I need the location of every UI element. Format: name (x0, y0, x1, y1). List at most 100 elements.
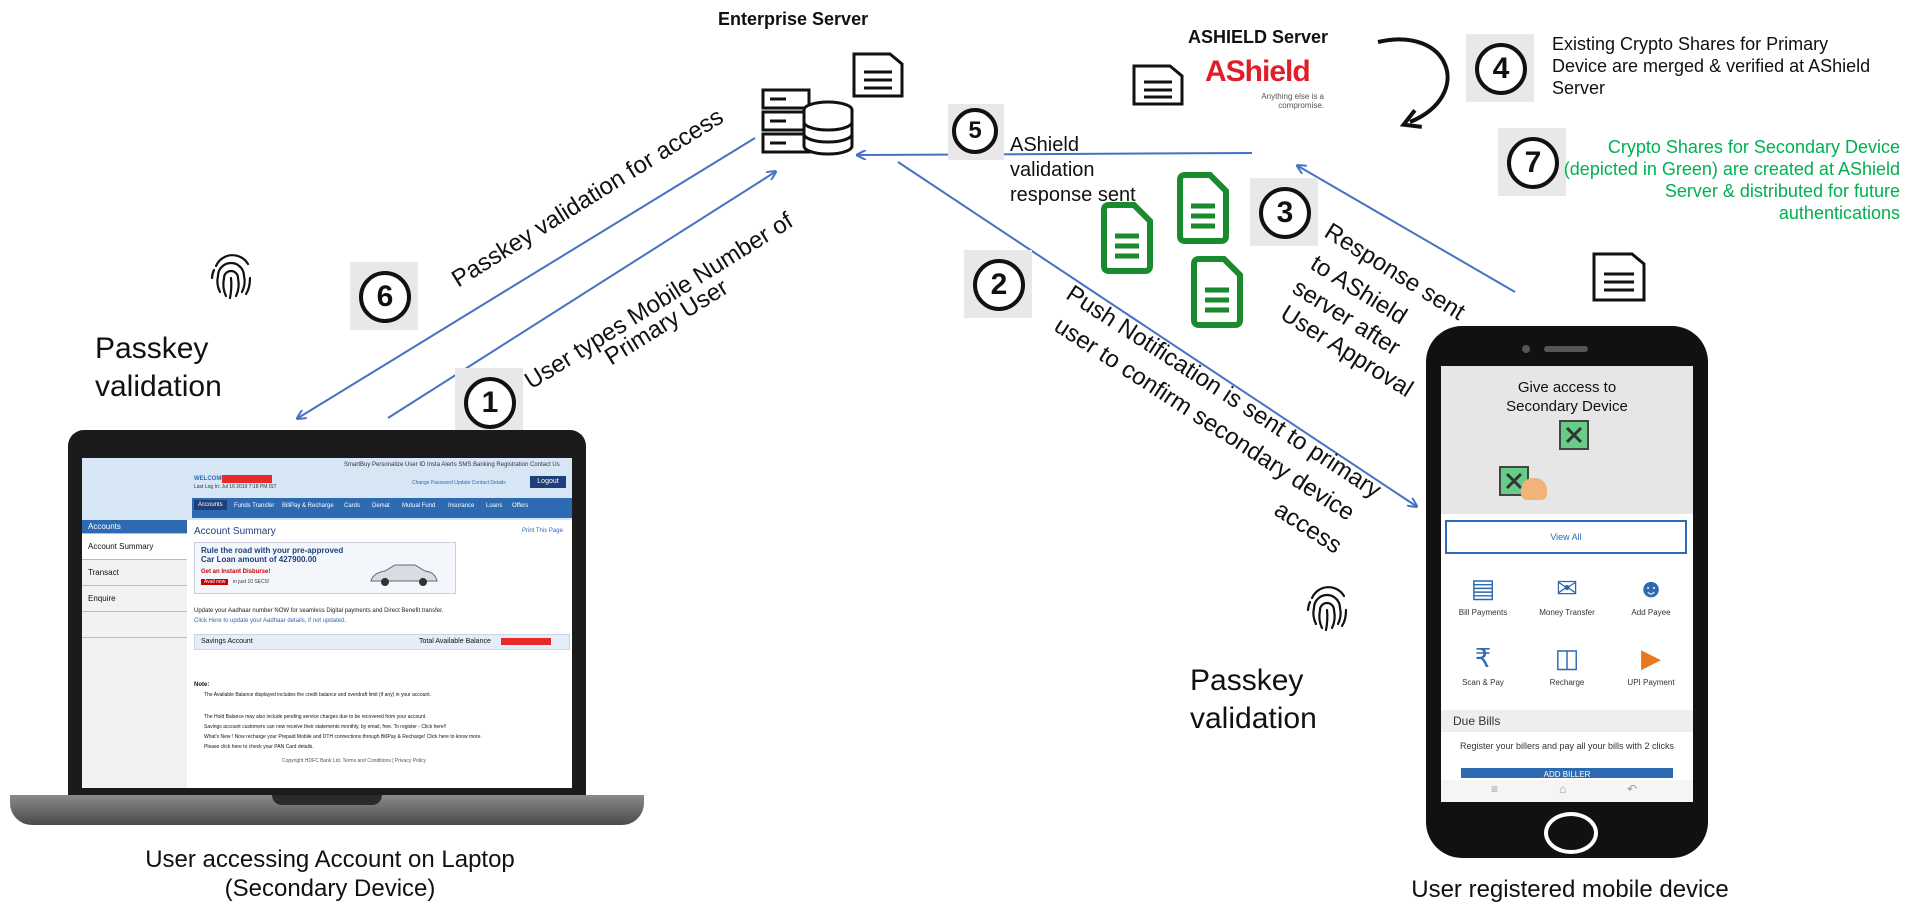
note-step-4: Existing Crypto Shares for Primary Devic… (1552, 34, 1871, 98)
phone-home-button[interactable] (1544, 812, 1598, 854)
ashield-logo: AShield (1205, 55, 1311, 88)
nav-demat[interactable]: Demat (372, 503, 390, 509)
bank-account-links[interactable]: Change Password Update Contact Details (412, 480, 506, 486)
fingerprint-icon-right (1306, 586, 1348, 632)
tile-recharge[interactable]: ◫Recharge (1525, 638, 1609, 706)
due-bills-text: Register your billers and pay all your b… (1459, 741, 1675, 751)
bank-top-links[interactable]: SmartBuy Personalize User ID Insta Alert… (344, 462, 560, 468)
passkey-validation-left: Passkey validation (95, 332, 222, 403)
sidebar-item-more[interactable] (82, 612, 187, 638)
document-icon-enterprise (852, 52, 904, 98)
aadhaar-link[interactable]: Click Here to update your Aadhaar detail… (194, 618, 347, 624)
bank-sidebar: Accounts Account Summary Transact Enquir… (82, 520, 187, 788)
home-icon[interactable]: ⌂ (1559, 782, 1567, 796)
aadhaar-line: Update your Aadhaar number NOW for seaml… (194, 608, 444, 614)
give-access-text: Give access to Secondary Device (1506, 379, 1628, 415)
sidebar-item-transact[interactable]: Transact (82, 560, 187, 586)
arrow-step-5 (858, 153, 1253, 155)
savings-account-label: Savings Account (201, 638, 253, 645)
redacted-balance (501, 638, 551, 645)
sidebar-item-account-summary[interactable]: Account Summary (82, 534, 187, 560)
total-balance-label: Total Available Balance (419, 638, 491, 645)
step-badge-3: 3 (1250, 178, 1318, 246)
battery-icon: ◫ (1554, 643, 1580, 673)
laptop-caption-line1: User accessing Account on Laptop (145, 846, 515, 873)
notes-title: Note: (194, 682, 210, 688)
add-biller-button[interactable]: ADD BILLER (1461, 768, 1673, 778)
database-server-icon (761, 88, 854, 156)
note-3: Savings account customers can now receiv… (204, 724, 447, 730)
car-loan-banner[interactable]: Rule the road with your pre-approved Car… (194, 542, 456, 594)
view-all-button[interactable]: View All (1445, 520, 1687, 554)
bank-welcome: WELCOME (194, 476, 226, 482)
due-bills-header: Due Bills (1441, 710, 1693, 732)
step-5-text: AShield validation response sent (1010, 134, 1136, 206)
redacted-name (222, 475, 272, 483)
rupee-envelope-icon: ✉ (1556, 573, 1578, 603)
nav-offers[interactable]: Offers (512, 503, 529, 509)
menu-icon[interactable]: ≡ (1491, 782, 1499, 796)
note-2: The Hold Balance may also include pendin… (204, 714, 427, 720)
enterprise-server-label: Enterprise Server (718, 9, 869, 29)
due-bills-label: Due Bills (1453, 714, 1501, 728)
passkey-validation-right: Passkey validation (1190, 664, 1317, 735)
arrow-step-2 (897, 161, 1416, 506)
arrow-step-1 (387, 172, 775, 419)
laptop-notch (272, 795, 382, 805)
nav-funds-transfer[interactable]: Funds Transfer (234, 503, 275, 509)
account-summary-title: Account Summary (194, 526, 276, 537)
green-share-document-icon-2 (1101, 202, 1153, 274)
logout-button[interactable]: Logout (530, 476, 566, 488)
step-badge-6: 6 (350, 262, 418, 330)
step-badge-7: 7 (1498, 128, 1566, 196)
banner-avail-button[interactable]: Avail now (201, 579, 229, 585)
note-5: Please click here to check your PAN Card… (204, 744, 314, 750)
nav-insurance[interactable]: Insurance (448, 503, 475, 509)
approve-checkbox[interactable] (1499, 466, 1529, 496)
bill-icon: ▤ (1470, 573, 1496, 603)
green-share-document-icon-1 (1177, 172, 1229, 244)
step-badge-1: 1 (455, 368, 523, 436)
note-step-7: Crypto Shares for Secondary Device (depi… (1563, 137, 1900, 223)
view-all-label: View All (1550, 532, 1582, 542)
tile-upi-payment[interactable]: ▶UPI Payment (1609, 638, 1693, 706)
back-icon[interactable]: ↶ (1627, 782, 1638, 796)
tile-scan-pay[interactable]: ₹Scan & Pay (1441, 638, 1525, 706)
give-access-panel: Give access to Secondary Device (1441, 366, 1693, 514)
nav-mutual-fund[interactable]: Mutual Fund (402, 503, 436, 509)
android-nav-bar: ≡ ⌂ ↶ (1441, 780, 1693, 802)
nav-billpay[interactable]: BillPay & Recharge (282, 503, 334, 509)
phone-screen: Give access to Secondary Device View All… (1441, 366, 1693, 802)
add-biller-label: ADD BILLER (1543, 770, 1591, 778)
savings-account-row[interactable]: Savings Account Total Available Balance (194, 634, 570, 650)
phone-caption: User registered mobile device (1411, 876, 1729, 903)
bank-main-nav: Accounts Funds Transfer BillPay & Rechar… (192, 498, 572, 518)
nav-accounts[interactable]: Accounts (194, 500, 227, 510)
tile-add-payee[interactable]: ☻Add Payee (1609, 568, 1693, 636)
nav-loans[interactable]: Loans (486, 503, 503, 509)
banner-tail: in just 10 SECS! (233, 579, 270, 585)
banner-title: Rule the road with your pre-approved Car… (201, 546, 344, 564)
banner-subtitle: Get an Instant Disburse! (201, 569, 271, 575)
sidebar-item-enquire[interactable]: Enquire (82, 586, 187, 612)
add-user-icon: ☻ (1637, 573, 1665, 603)
tile-bill-payments[interactable]: ▤Bill Payments (1441, 568, 1525, 636)
arrow-step-3 (1298, 166, 1516, 293)
fingerprint-icon-left (210, 254, 252, 300)
sidebar-header-accounts: Accounts (82, 520, 187, 534)
bank-copyright: Copyright HDFC Bank Ltd. Terms and Condi… (282, 758, 427, 764)
note-1: The Available Balance displayed includes… (204, 692, 431, 698)
ashield-server-label: ASHIELD Server (1188, 27, 1329, 47)
deny-checkbox[interactable] (1559, 420, 1589, 450)
laptop-screen-content: SmartBuy Personalize User ID Insta Alert… (82, 458, 572, 788)
note-4: What's New ! Now recharge your Prepaid M… (204, 734, 482, 740)
tile-money-transfer[interactable]: ✉Money Transfer (1525, 568, 1609, 636)
step-badge-5: 5 (948, 104, 1004, 160)
upi-icon: ▶ (1641, 643, 1661, 673)
document-icon-phone (1592, 252, 1646, 302)
print-page-link[interactable]: Print This Page (522, 528, 563, 534)
nav-cards[interactable]: Cards (344, 503, 361, 509)
bank-last-login: Last Log In: Jul 16 2019 7:18 PM IST (194, 484, 277, 490)
phone-speaker (1544, 346, 1588, 352)
